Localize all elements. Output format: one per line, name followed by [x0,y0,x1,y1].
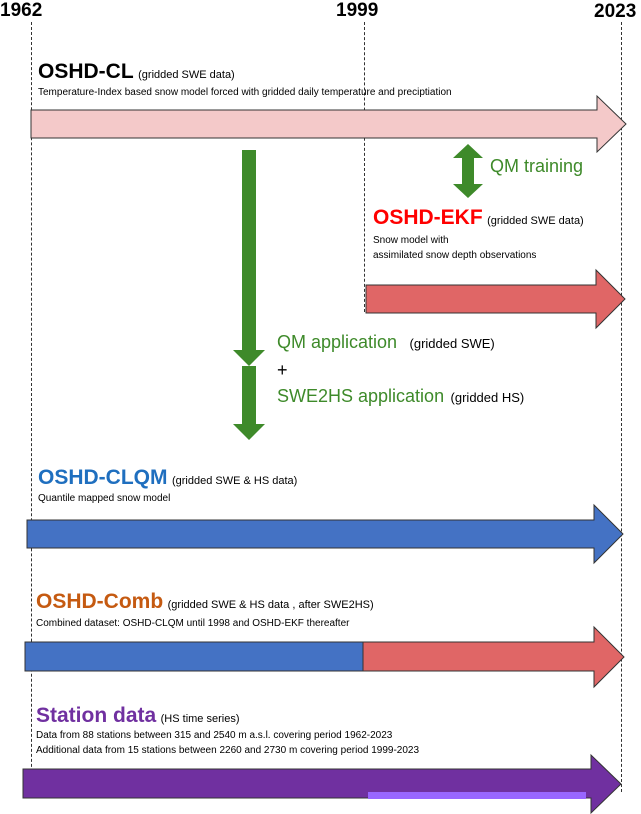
qm-application-arrow [233,150,265,440]
plus-sign: + [277,360,288,380]
oshd-ekf-title: OSHD-EKF [373,206,483,229]
station-data-subtitle: (HS time series) [160,713,240,725]
oshd-clqm-heading: OSHD-CLQM (gridded SWE & HS data) [38,466,297,490]
oshd-clqm-arrow [26,503,624,565]
qm-application-label: QM application [277,332,398,352]
year-1962-label: 1962 [0,0,43,21]
dashed-line-2023 [621,22,622,792]
station-data-description-2: Additional data from 15 stations between… [36,745,420,756]
station-data-arrow-shape [22,753,622,814]
oshd-comb-title: OSHD-Comb [36,590,164,613]
oshd-comb-heading: OSHD-Comb (gridded SWE & HS data , after… [36,590,374,614]
year-2023-label: 2023 [594,1,637,22]
oshd-cl-description: Temperature-Index based snow model force… [38,87,452,98]
oshd-ekf-arrow-shape [365,268,626,330]
qm-application-arrow-upper [233,150,265,366]
station-data-title: Station data [36,704,157,727]
qm-training-double-arrow [453,144,483,198]
oshd-cl-arrow [30,94,627,154]
oshd-clqm-description: Quantile mapped snow model [38,493,171,504]
oshd-ekf-description-2: assimilated snow depth observations [373,250,537,261]
station-data-extra-bar [368,792,586,799]
station-data-description-1: Data from 88 stations between 315 and 25… [36,730,393,741]
station-data-heading: Station data (HS time series) [36,704,239,728]
swe2hs-application-paren: (gridded HS) [450,390,525,405]
oshd-ekf-description-1: Snow model with [373,235,449,246]
oshd-cl-subtitle: (gridded SWE data) [138,69,235,81]
dashed-line-1999 [364,22,365,312]
oshd-comb-ekf-segment [362,625,625,689]
oshd-comb-arrow [24,625,625,689]
oshd-comb-clqm-segment [24,641,364,672]
oshd-clqm-arrow-shape [26,503,624,565]
year-1999-label: 1999 [336,0,379,21]
oshd-clqm-title: OSHD-CLQM [38,466,168,489]
dashed-line-1962 [31,22,32,792]
qm-application-line: QM application (gridded SWE) [277,332,495,353]
oshd-comb-subtitle: (gridded SWE & HS data , after SWE2HS) [167,599,374,611]
oshd-cl-title: OSHD-CL [38,60,134,83]
oshd-ekf-subtitle: (gridded SWE data) [487,215,584,227]
oshd-ekf-heading: OSHD-EKF (gridded SWE data) [373,206,584,230]
station-data-arrow [22,753,622,814]
qm-application-arrow-lower [233,366,265,440]
qm-training-label: QM training [490,156,584,176]
oshd-cl-heading: OSHD-CL (gridded SWE data) [38,60,235,84]
qm-application-paren: (gridded SWE) [409,336,495,351]
oshd-ekf-arrow [365,268,626,330]
swe2hs-application-label: SWE2HS application [277,386,445,406]
swe2hs-application-line: SWE2HS application (gridded HS) [277,386,524,407]
oshd-cl-arrow-shape [30,94,627,154]
oshd-comb-description: Combined dataset: OSHD-CLQM until 1998 a… [36,618,350,629]
oshd-clqm-subtitle: (gridded SWE & HS data) [171,475,298,487]
qm-training-arrow-shape [453,144,483,198]
